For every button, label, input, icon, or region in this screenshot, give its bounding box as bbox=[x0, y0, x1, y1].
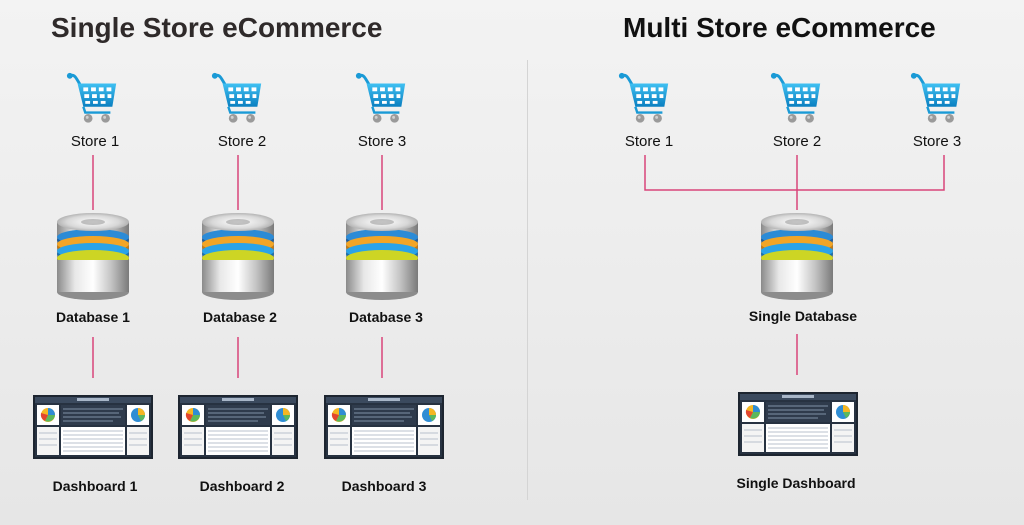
database-label: Database 2 bbox=[203, 309, 277, 325]
dashboard-label: Dashboard 1 bbox=[52, 478, 138, 494]
multi-store-title: Multi Store eCommerce bbox=[623, 12, 936, 43]
database-label: Database 3 bbox=[349, 309, 423, 325]
database-3 bbox=[342, 210, 422, 300]
shopping-cart-icon bbox=[64, 70, 122, 128]
database-icon bbox=[757, 210, 837, 300]
single-database bbox=[757, 210, 837, 300]
database-1 bbox=[53, 210, 133, 300]
store-label: Store 3 bbox=[912, 133, 962, 150]
database-label: Database 1 bbox=[56, 309, 130, 325]
shopping-cart-icon bbox=[353, 70, 411, 128]
single-dashboard bbox=[738, 392, 858, 456]
multi-store-2 bbox=[768, 70, 826, 128]
dashboard-3 bbox=[324, 395, 444, 459]
store-label: Store 2 bbox=[217, 133, 267, 150]
store-label: Store 2 bbox=[772, 133, 822, 150]
database-icon bbox=[342, 210, 422, 300]
connector-multi-stores-bus bbox=[644, 155, 945, 191]
shopping-cart-icon bbox=[908, 70, 966, 128]
dashboard-1 bbox=[33, 395, 153, 459]
multi-store-1 bbox=[616, 70, 674, 128]
single-store-3 bbox=[353, 70, 411, 128]
dashboard-2 bbox=[178, 395, 298, 459]
database-icon bbox=[53, 210, 133, 300]
database-label: Single Database bbox=[748, 308, 858, 324]
dashboard-screen-icon bbox=[33, 395, 153, 459]
shopping-cart-icon bbox=[768, 70, 826, 128]
dashboard-screen-icon bbox=[178, 395, 298, 459]
dashboard-label: Dashboard 2 bbox=[199, 478, 285, 494]
database-icon bbox=[198, 210, 278, 300]
shopping-cart-icon bbox=[616, 70, 674, 128]
single-store-2 bbox=[209, 70, 267, 128]
single-store-title: Single Store eCommerce bbox=[51, 12, 383, 43]
single-store-1 bbox=[64, 70, 122, 128]
shopping-cart-icon bbox=[209, 70, 267, 128]
multi-store-3 bbox=[908, 70, 966, 128]
store-label: Store 3 bbox=[357, 133, 407, 150]
dashboard-label: Dashboard 3 bbox=[341, 478, 427, 494]
store-label: Store 1 bbox=[624, 133, 674, 150]
section-divider bbox=[527, 60, 528, 500]
database-2 bbox=[198, 210, 278, 300]
dashboard-screen-icon bbox=[738, 392, 858, 456]
dashboard-screen-icon bbox=[324, 395, 444, 459]
dashboard-label: Single Dashboard bbox=[736, 475, 856, 491]
store-label: Store 1 bbox=[70, 133, 120, 150]
